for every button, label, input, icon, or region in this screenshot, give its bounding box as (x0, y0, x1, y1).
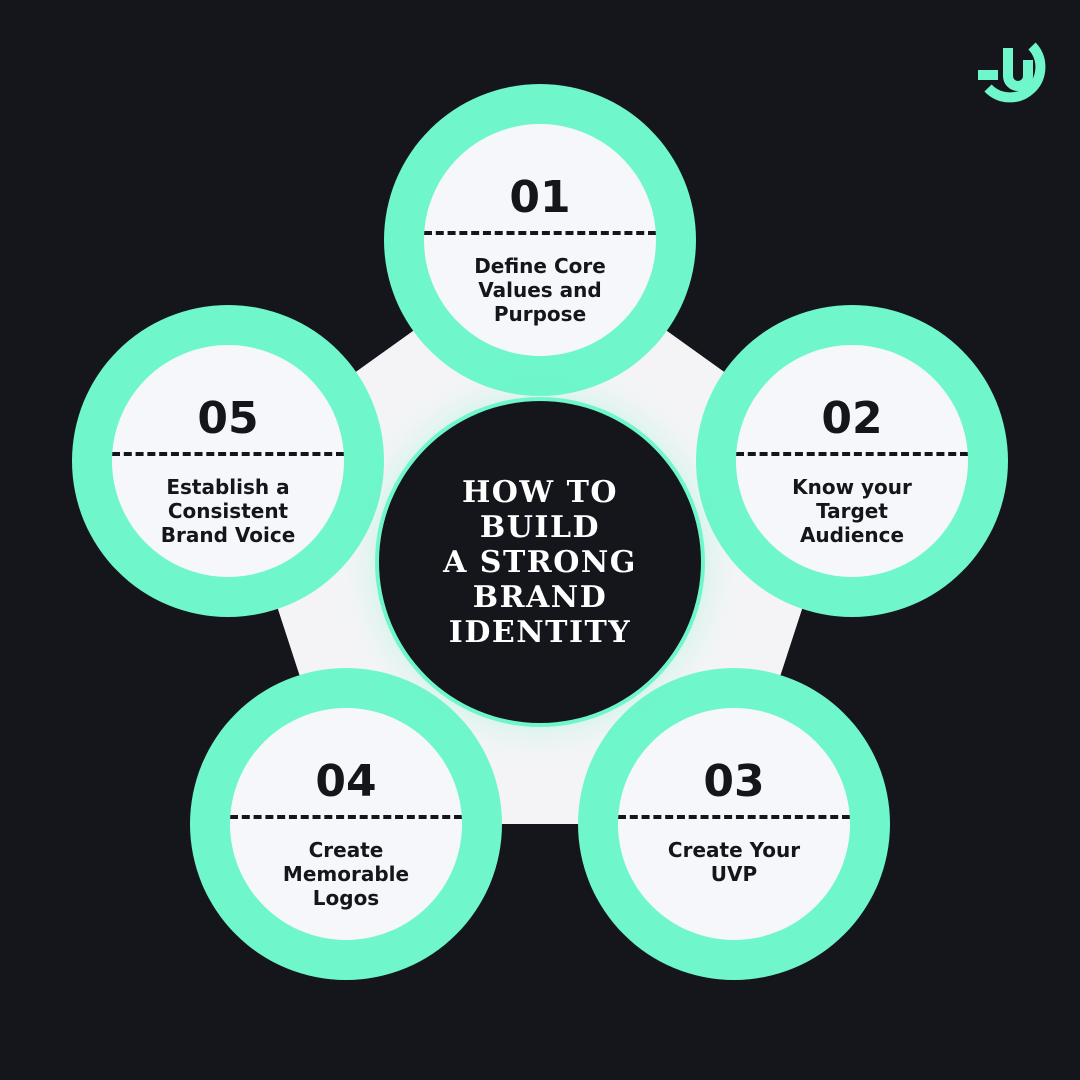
step-04-divider (230, 815, 462, 819)
center-hub: HOW TO BUILD A STRONG BRAND IDENTITY (375, 397, 705, 727)
step-04-number: 04 (315, 756, 377, 807)
step-01-divider (424, 231, 656, 235)
step-03-divider (618, 815, 850, 819)
step-03-number: 03 (703, 756, 765, 807)
step-05-label: Establish a Consistent Brand Voice (160, 475, 296, 547)
step-04-card: 04 Create Memorable Logos (230, 708, 462, 940)
step-05-circle: 05 Establish a Consistent Brand Voice (72, 305, 384, 617)
step-01-card: 01 Define Core Values and Purpose (424, 124, 656, 356)
step-05-number: 05 (197, 393, 259, 444)
step-05-card: 05 Establish a Consistent Brand Voice (112, 345, 344, 577)
step-02-circle: 02 Know your Target Audience (696, 305, 1008, 617)
center-title: HOW TO BUILD A STRONG BRAND IDENTITY (443, 474, 637, 650)
step-01-circle: 01 Define Core Values and Purpose (384, 84, 696, 396)
step-01-label: Define Core Values and Purpose (474, 254, 606, 326)
step-05-divider (112, 452, 344, 456)
step-02-number: 02 (821, 393, 883, 444)
step-03-label: Create Your UVP (667, 838, 801, 886)
brand-logo-icon (978, 42, 1046, 103)
step-03-circle: 03 Create Your UVP (578, 668, 890, 980)
step-04-circle: 04 Create Memorable Logos (190, 668, 502, 980)
center-hub-inner: HOW TO BUILD A STRONG BRAND IDENTITY (379, 401, 701, 723)
step-02-card: 02 Know your Target Audience (736, 345, 968, 577)
step-04-label: Create Memorable Logos (282, 838, 410, 910)
step-02-divider (736, 452, 968, 456)
step-02-label: Know your Target Audience (792, 475, 912, 547)
step-01-number: 01 (509, 172, 571, 223)
step-03-card: 03 Create Your UVP (618, 708, 850, 940)
